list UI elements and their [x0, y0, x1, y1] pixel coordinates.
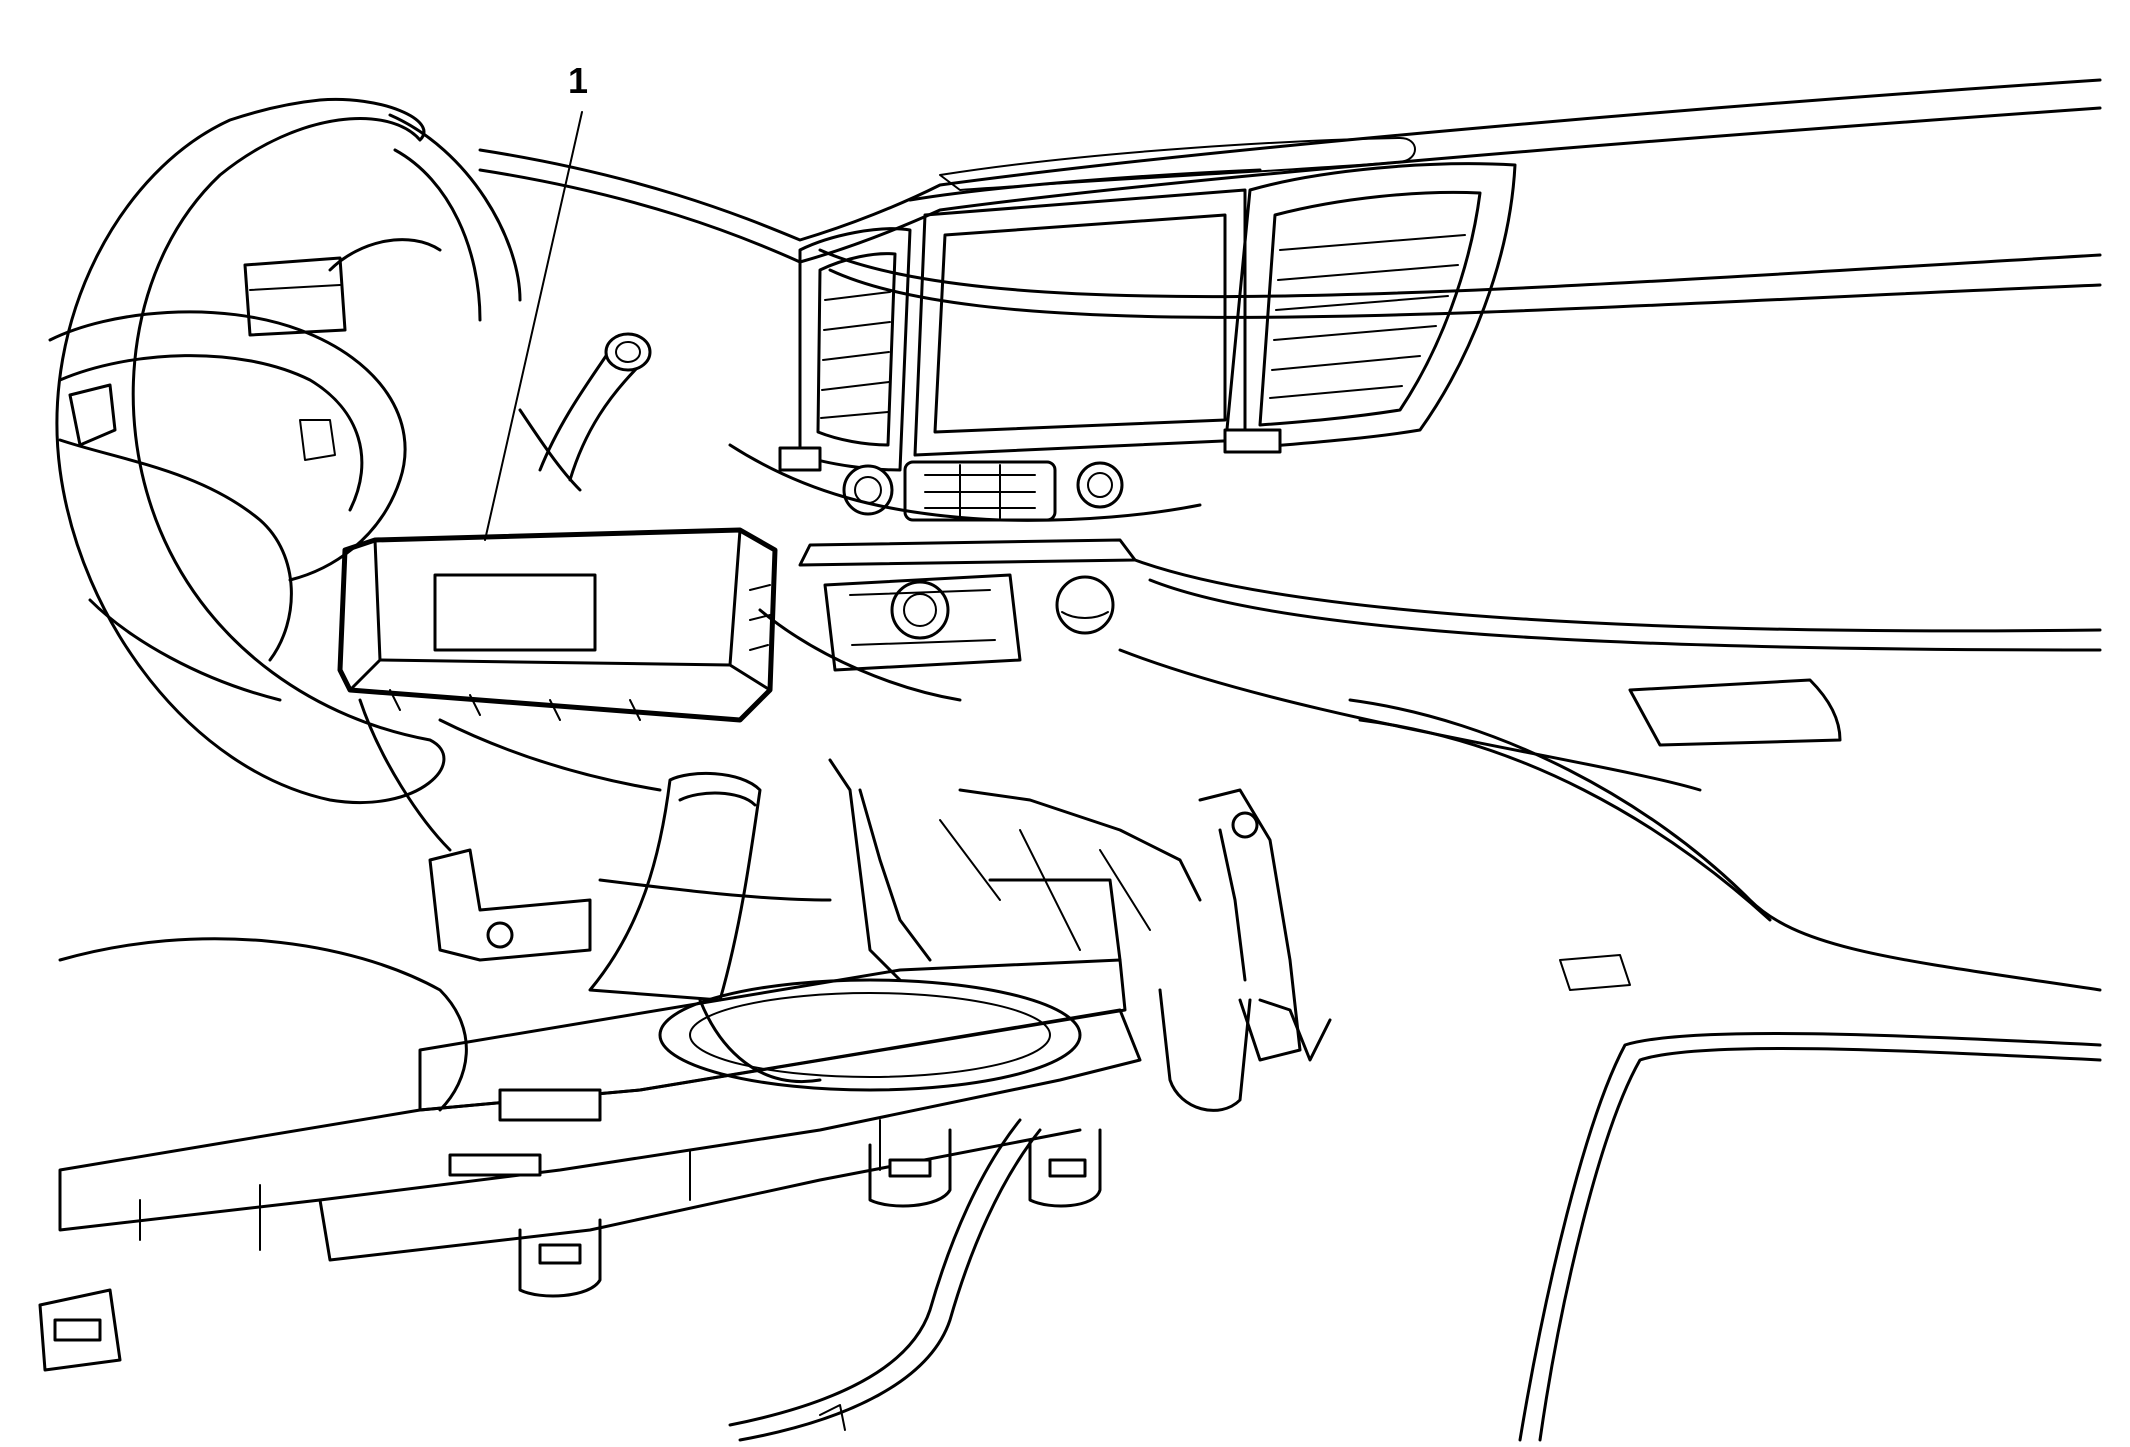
dashboard-lower-trim	[358, 558, 2102, 852]
console-bracket	[428, 758, 1332, 1112]
dashboard-upper-trim	[478, 78, 2102, 319]
infotainment-display	[908, 168, 1262, 457]
control-module	[337, 527, 778, 723]
callout-leader-line	[484, 111, 583, 541]
hvac-controls	[728, 443, 1202, 522]
center-console	[58, 958, 1142, 1262]
callout-label-1: 1	[568, 60, 588, 101]
instrument-cluster	[243, 238, 442, 337]
console-mounting-tabs	[38, 1128, 1102, 1372]
turn-signal-stalk	[518, 332, 652, 492]
radio-controls	[798, 538, 1137, 672]
shift-boot	[588, 772, 822, 1083]
left-air-vent	[778, 227, 912, 472]
right-vent-louvers	[1269, 234, 1466, 399]
floor-edges	[58, 937, 1042, 1442]
steering-wheel	[48, 97, 522, 805]
passenger-panel	[1348, 678, 2102, 1442]
right-air-vent	[1223, 162, 1517, 454]
